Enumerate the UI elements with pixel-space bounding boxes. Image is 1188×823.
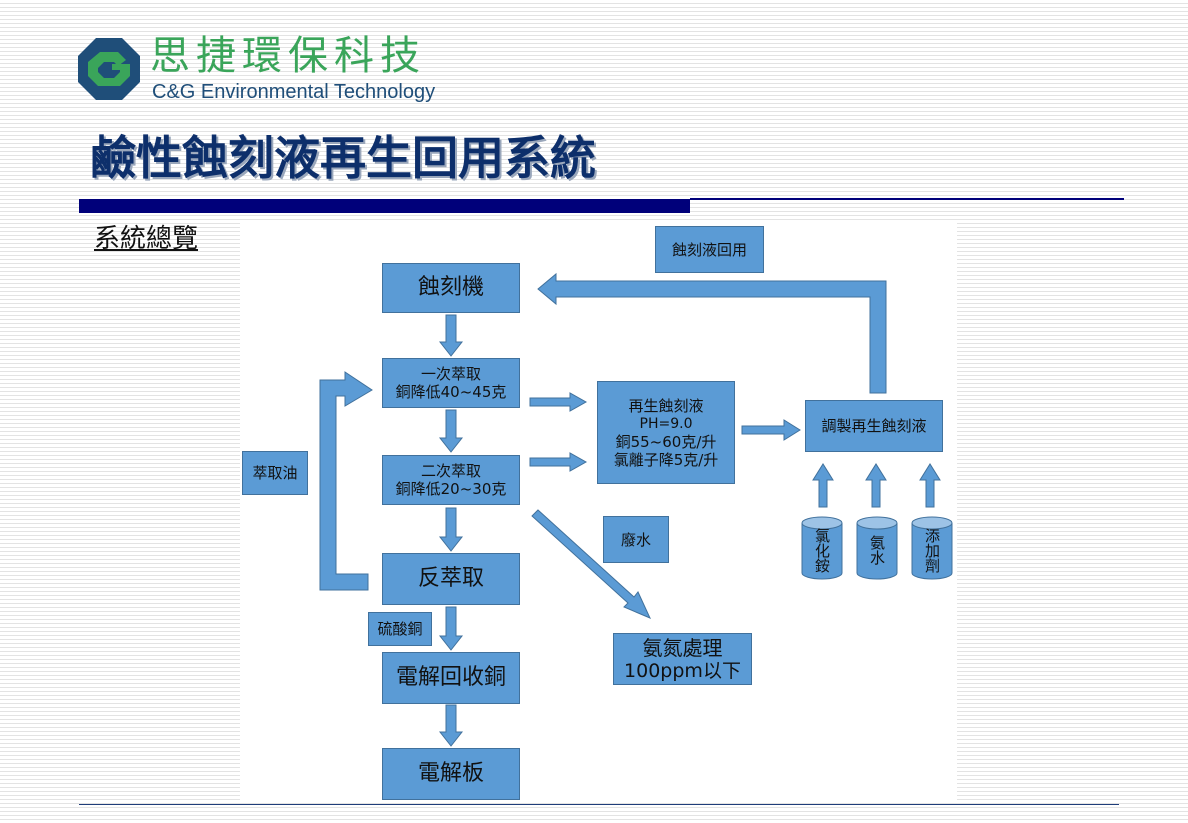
arrow-ext2-to-back [438, 507, 464, 552]
tank-ammonia-water: 氨水 [856, 516, 898, 580]
arrow-regen-to-prepare [741, 419, 801, 441]
page-title: 鹼性蝕刻液再生回用系統 [90, 131, 596, 185]
arrow-tank3-up [919, 463, 941, 508]
company-name-en: C&G Environmental Technology [152, 81, 436, 103]
arrow-prepare-to-etcher [537, 272, 887, 394]
node-prepare: 調製再生蝕刻液 [805, 400, 943, 452]
tank-ammonium-chloride: 氯化銨 [801, 516, 843, 580]
ext1-title: 一次萃取 [420, 365, 481, 383]
regen-ph: PH=9.0 [639, 415, 693, 432]
section-subtitle: 系統總覽 [94, 224, 199, 254]
arrow-back-to-electro [438, 606, 464, 651]
tank-label-additive: 添加劑 [923, 527, 941, 573]
ammonia-detail: 100ppm以下 [624, 660, 741, 682]
arrow-back-to-ext1-loop [319, 371, 373, 591]
arrow-ext1-to-regen [529, 392, 588, 412]
arrow-ext2-to-ammonia [531, 509, 651, 619]
company-name-cn: 思捷環保科技 [150, 33, 426, 79]
arrow-tank1-up [812, 463, 834, 508]
diagram-panel [240, 222, 957, 800]
arrow-ext2-to-regen [529, 452, 588, 472]
regen-title: 再生蝕刻液 [628, 396, 704, 415]
tank-label-ammonia-water: 氨水 [868, 535, 886, 565]
node-etcher: 蝕刻機 [382, 263, 520, 313]
node-ammonia-treatment: 氨氮處理 100ppm以下 [613, 633, 752, 685]
ext1-detail: 銅降低40~45克 [395, 383, 507, 401]
node-recycle: 蝕刻液回用 [655, 226, 764, 273]
regen-chloride: 氯離子降5克/升 [613, 450, 719, 469]
node-electrolytic-plate: 電解板 [382, 748, 520, 800]
tank-label-ammonium-chloride: 氯化銨 [813, 527, 831, 573]
tank-additive: 添加劑 [911, 516, 953, 580]
node-extractant-oil: 萃取油 [242, 451, 308, 495]
arrow-tank2-up [865, 463, 887, 508]
cg-logo-icon [76, 36, 142, 102]
ext2-title: 二次萃取 [420, 462, 481, 480]
title-underline-bar [79, 199, 690, 213]
node-electrolytic-recovery: 電解回收銅 [382, 652, 520, 704]
regen-copper: 銅55~60克/升 [615, 432, 717, 451]
node-back-extraction: 反萃取 [382, 553, 520, 605]
node-extraction-1: 一次萃取 銅降低40~45克 [382, 358, 520, 408]
footer-divider [79, 804, 1119, 805]
ext2-detail: 銅降低20~30克 [395, 480, 507, 498]
node-extraction-2: 二次萃取 銅降低20~30克 [382, 455, 520, 505]
node-copper-sulfate: 硫酸銅 [368, 612, 432, 646]
node-regenerated-etchant: 再生蝕刻液 PH=9.0 銅55~60克/升 氯離子降5克/升 [597, 381, 735, 484]
title-underline-line [690, 198, 1124, 200]
arrow-ext1-to-ext2 [438, 409, 464, 453]
arrow-electro-to-plate [438, 704, 464, 747]
arrow-etcher-to-ext1 [438, 314, 464, 357]
ammonia-title: 氨氮處理 [642, 636, 723, 660]
node-wastewater: 廢水 [603, 516, 669, 563]
